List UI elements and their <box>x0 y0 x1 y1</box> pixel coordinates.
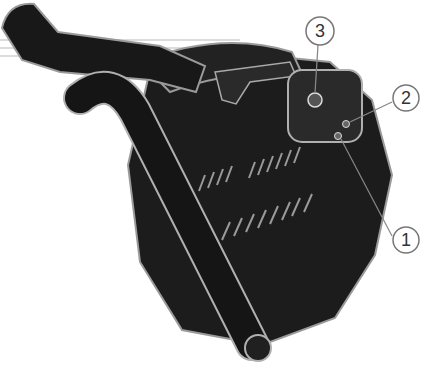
vents <box>199 147 312 240</box>
leader-lines <box>315 45 392 236</box>
callout-circles <box>306 17 419 253</box>
trigger <box>215 62 296 104</box>
screw <box>335 133 342 140</box>
bumper-wheel <box>245 335 271 361</box>
callout-number: 1 <box>393 227 419 253</box>
callout-number: 2 <box>393 85 419 111</box>
cover-panel <box>288 70 362 142</box>
choke-knob <box>308 93 322 107</box>
callout-number: 3 <box>307 18 333 44</box>
screw <box>343 121 350 128</box>
front-handle <box>80 88 252 344</box>
front-handle-outline <box>80 88 252 344</box>
